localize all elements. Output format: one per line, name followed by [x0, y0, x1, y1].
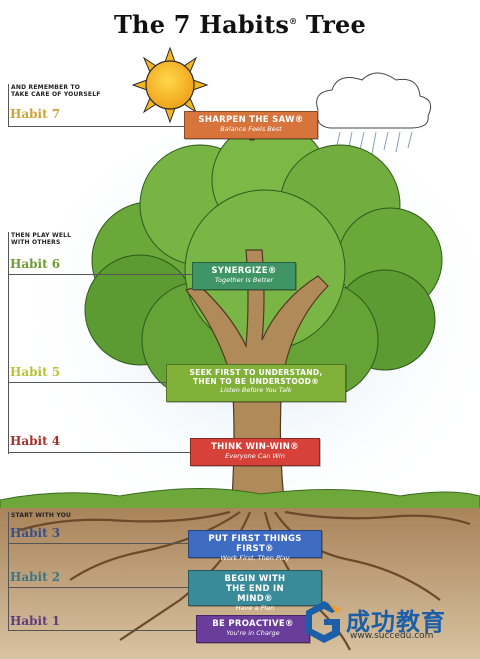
- sign-put-first-things-first: PUT FIRST THINGS FIRST® Work First, Then…: [188, 530, 322, 562]
- note-start: START WITH YOU: [11, 512, 71, 519]
- habit-2-line: [8, 587, 188, 588]
- habit-7-line: [8, 126, 184, 127]
- habit-5-line: [8, 382, 166, 383]
- habit-label-3: Habit 3: [10, 526, 61, 540]
- sign-subtitle: Listen Before You Talk: [220, 386, 292, 394]
- bracket-habit7: [8, 84, 9, 126]
- title-suffix: Tree: [297, 10, 366, 39]
- note-self-care-line2: TAKE CARE OF YOURSELF: [11, 91, 101, 98]
- sign-synergize: SYNERGIZE® Together Is Better: [192, 262, 296, 290]
- sign-subtitle: Balance Feels Best: [220, 125, 282, 133]
- habit-label-6: Habit 6: [10, 257, 61, 271]
- brand-watermark: 成功教育 www.succedu.com: [302, 597, 477, 651]
- page-title: The 7 Habits® Tree: [0, 10, 480, 39]
- sun-icon: [131, 46, 209, 124]
- sign-subtitle: Together Is Better: [214, 276, 274, 284]
- habit-label-1: Habit 1: [10, 614, 61, 628]
- grass: [0, 488, 480, 511]
- sign-heading: SEEK FIRST TO UNDERSTAND, THEN TO BE UND…: [189, 368, 323, 386]
- sign-be-proactive: BE PROACTIVE® You're in Charge: [196, 615, 310, 643]
- habit-label-7: Habit 7: [10, 107, 61, 121]
- brand-name: 成功教育: [346, 608, 446, 636]
- sign-heading: PUT FIRST THINGS FIRST®: [208, 534, 302, 554]
- note-self-care: AND REMEMBER TO TAKE CARE OF YOURSELF: [11, 84, 101, 98]
- sign-heading: THINK WIN-WIN®: [211, 442, 299, 452]
- brand-logo-icon: [306, 601, 342, 643]
- bracket-habits-1-3: [8, 512, 9, 630]
- bracket-habits-4-6: [8, 232, 9, 454]
- note-others: THEN PLAY WELL WITH OTHERS: [11, 232, 71, 246]
- sign-subtitle: You're in Charge: [226, 629, 280, 637]
- habit-3-line: [8, 543, 188, 544]
- habit-label-5: Habit 5: [10, 365, 61, 379]
- note-others-line2: WITH OTHERS: [11, 239, 61, 246]
- sign-begin-with-the-end-in-mind: BEGIN WITH THE END IN MIND® Have a Plan: [188, 570, 322, 612]
- tree-canopy: [84, 121, 443, 399]
- sign-seek-first-to-understand: SEEK FIRST TO UNDERSTAND, THEN TO BE UND…: [166, 364, 346, 402]
- sign-heading: BE PROACTIVE®: [212, 619, 294, 629]
- habit-label-4: Habit 4: [10, 434, 61, 448]
- sign-subtitle: Everyone Can Win: [225, 452, 285, 460]
- habit-label-2: Habit 2: [10, 570, 61, 584]
- note-start-line1: START WITH YOU: [11, 512, 72, 519]
- habit-6-line: [8, 274, 192, 275]
- sign-think-win-win: THINK WIN-WIN® Everyone Can Win: [190, 438, 320, 466]
- sign-subtitle: Work First, Then Play: [220, 554, 290, 562]
- habit-1-line: [8, 630, 196, 631]
- note-others-line1: THEN PLAY WELL: [11, 232, 72, 239]
- sign-sharpen-the-saw: SHARPEN THE SAW® Balance Feels Best: [184, 111, 318, 139]
- sign-heading: BEGIN WITH THE END IN MIND®: [224, 574, 286, 604]
- brand-url: www.succedu.com: [350, 631, 434, 641]
- sign-subtitle: Have a Plan: [235, 604, 275, 612]
- sign-heading: SYNERGIZE®: [211, 266, 277, 276]
- title-text: The 7 Habits: [114, 10, 290, 39]
- title-registered-mark: ®: [289, 16, 298, 26]
- habit-4-line: [8, 452, 190, 453]
- note-self-care-line1: AND REMEMBER TO: [11, 84, 81, 91]
- sign-heading: SHARPEN THE SAW®: [198, 115, 304, 125]
